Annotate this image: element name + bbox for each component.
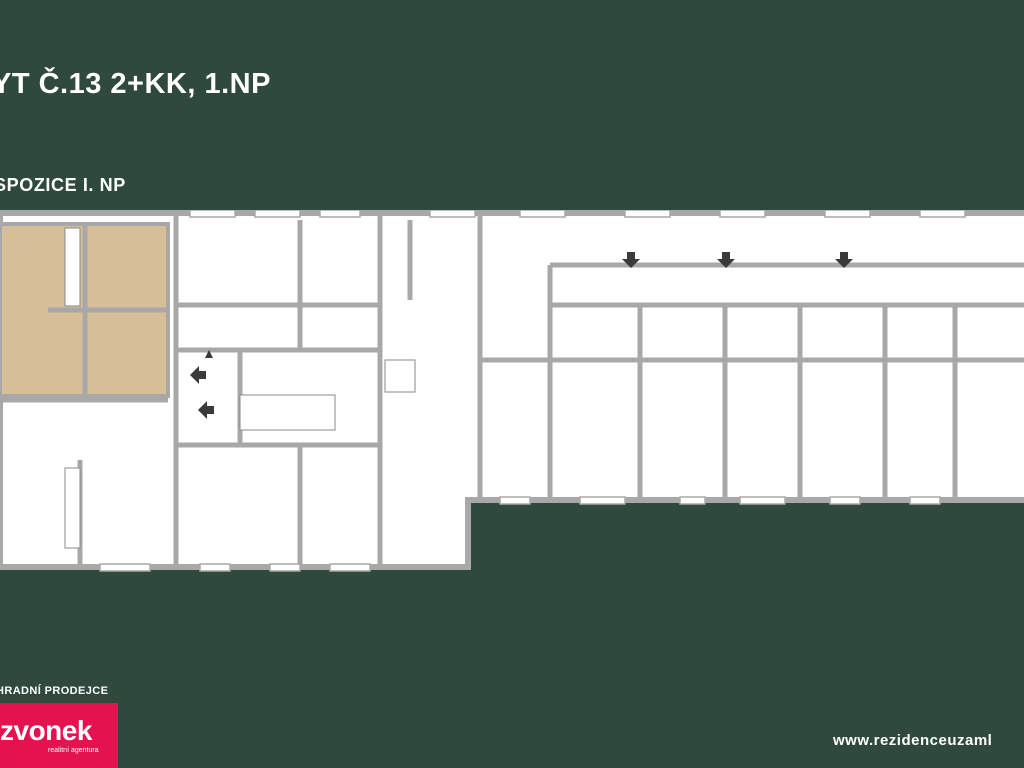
floor-plan xyxy=(0,210,1024,572)
logo-subtext: realitní agentura xyxy=(48,747,99,754)
stairs xyxy=(64,227,416,549)
arrow-icon xyxy=(190,252,853,419)
seller-label: HRADNÍ PRODEJCE xyxy=(0,685,109,697)
zvonek-logo: zvonek realitní agentura xyxy=(0,703,118,768)
building-outline xyxy=(0,210,1024,570)
windows xyxy=(99,210,966,572)
website-url: www.rezidenceuzaml xyxy=(833,732,993,749)
logo-text: zvonek xyxy=(0,715,92,746)
page-title: YT Č.13 2+KK, 1.NP xyxy=(0,68,271,100)
floor-plan-subtitle: SPOZICE I. NP xyxy=(0,175,126,195)
